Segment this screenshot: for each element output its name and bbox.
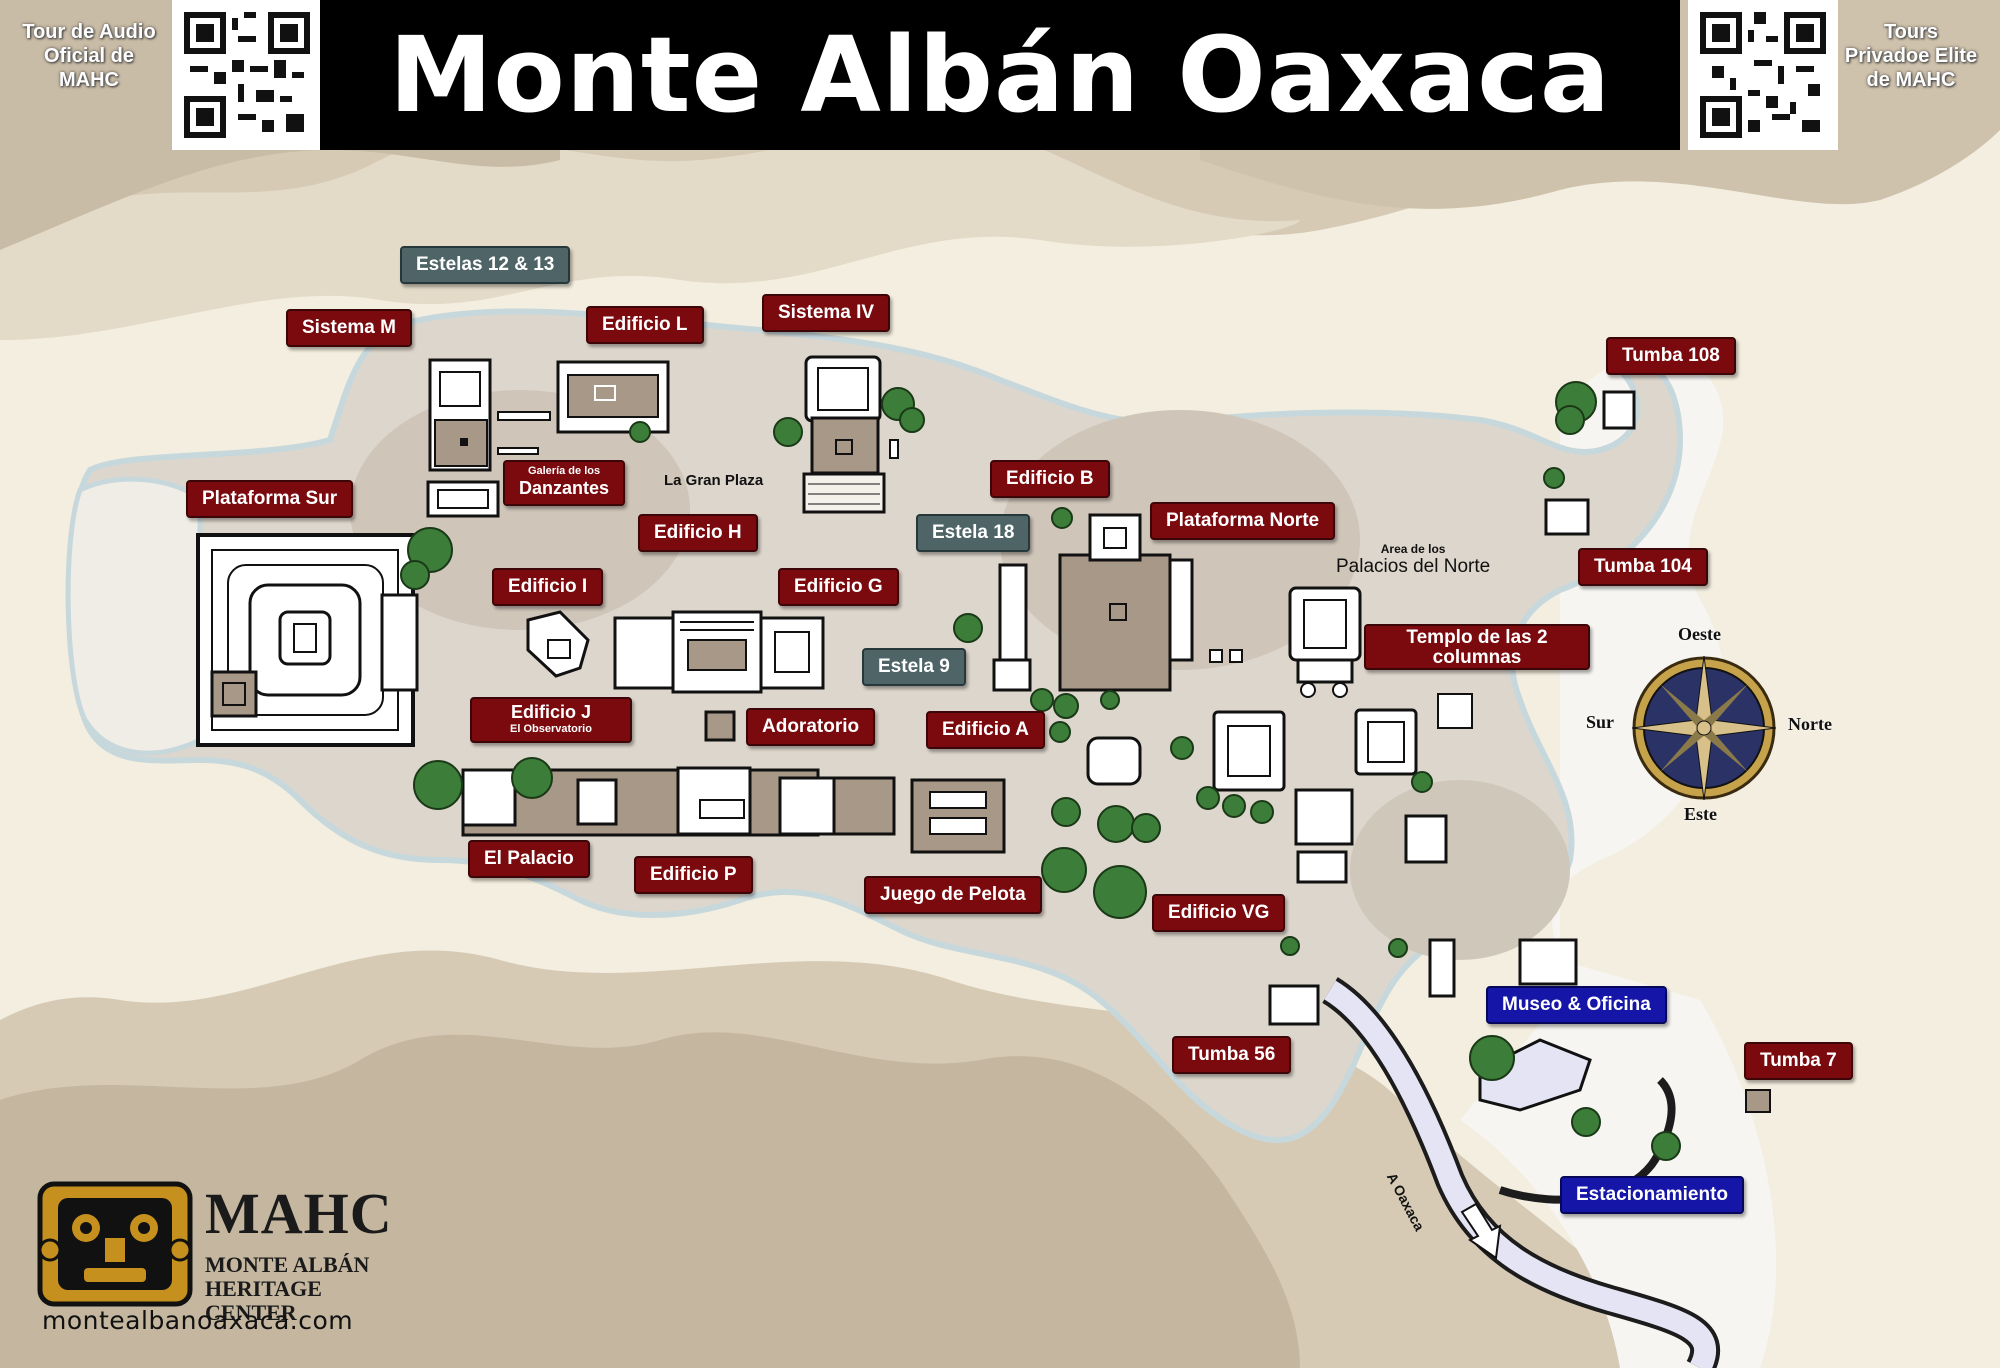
sistema-iv-structure: [802, 355, 899, 514]
label-tumba-56[interactable]: Tumba 56: [1172, 1036, 1292, 1074]
label-plataforma-norte[interactable]: Plataforma Norte: [1150, 502, 1336, 540]
plataforma-sur-structure: [196, 533, 419, 747]
edificio-j-subtitle: El Observatorio: [510, 723, 592, 735]
area-line-1: Area de los: [1380, 542, 1446, 556]
templo-line-2: columnas: [1432, 647, 1522, 668]
templo-structure: [1288, 586, 1362, 698]
terrain-dark-band-bottom: [0, 1032, 1300, 1368]
terrain-white-right: [1460, 353, 1777, 1368]
qr-code-icon: [1700, 12, 1826, 138]
trees: [400, 381, 1681, 1161]
mound-structure-5: [1437, 693, 1473, 729]
label-tumba-7[interactable]: Tumba 7: [1744, 1042, 1853, 1080]
terrain-mid-band: [0, 124, 1300, 340]
edificio-h-structure: [613, 610, 825, 694]
compass-west: Oeste: [1678, 624, 1721, 644]
mound-museum-area: [1350, 780, 1570, 960]
galeria-line-1: Galería de los: [527, 465, 601, 477]
qr-code-private-tours[interactable]: [1688, 0, 1838, 150]
label-estelas-12-13[interactable]: Estelas 12 & 13: [400, 246, 571, 284]
road-to-oaxaca-fill: [1324, 980, 1717, 1368]
area-line-2: Palacios del Norte: [1336, 556, 1491, 577]
parking-road: [1498, 1077, 1676, 1204]
logo-name: MONTE ALBÁN HERITAGE CENTER: [205, 1253, 390, 1325]
label-adoratorio[interactable]: Adoratorio: [746, 708, 876, 746]
label-edificio-g[interactable]: Edificio G: [778, 568, 899, 606]
zapotec-mask-icon: [37, 1181, 193, 1307]
label-estela-18[interactable]: Estela 18: [916, 514, 1031, 552]
label-templo-2-columnas[interactable]: Templo de las 2 columnas: [1364, 624, 1590, 670]
compass-rose-icon: [1631, 655, 1777, 801]
private-tours-line-1: Tours: [1883, 21, 1939, 43]
edificio-vg-annex: [1296, 850, 1348, 884]
label-edificio-l[interactable]: Edificio L: [586, 306, 704, 344]
mound-structure-2: [1354, 708, 1418, 776]
logo-name-line-1: MONTE ALBÁN: [205, 1252, 370, 1277]
label-edificio-i[interactable]: Edificio I: [492, 568, 604, 606]
edificio-a-structure: [1086, 736, 1142, 786]
qr-code-icon: [184, 12, 310, 138]
tumba-108-structure: [1602, 390, 1636, 430]
label-el-palacio[interactable]: El Palacio: [468, 840, 590, 878]
logo-acronym: MAHC: [205, 1181, 393, 1246]
label-sistema-iv[interactable]: Sistema IV: [762, 294, 891, 332]
label-edificio-a[interactable]: Edificio A: [926, 711, 1045, 749]
museo-building-1: [1518, 938, 1578, 986]
tumba-56-structure: [1268, 984, 1320, 1026]
audio-tour-line-1: Tour de Audio: [22, 21, 156, 43]
label-edificio-h[interactable]: Edificio H: [638, 514, 758, 552]
private-tours-line-3: de MAHC: [1866, 69, 1956, 91]
label-tumba-108[interactable]: Tumba 108: [1606, 337, 1736, 375]
galeria-line-2: Danzantes: [519, 478, 610, 498]
tumba-104-structure: [1544, 498, 1590, 536]
plataforma-norte-structure: [992, 513, 1243, 692]
sistema-m-structure: [426, 358, 551, 518]
audio-tour-line-3: MAHC: [59, 69, 119, 91]
label-edificio-p[interactable]: Edificio P: [634, 856, 753, 894]
label-edificio-j[interactable]: Edificio J El Observatorio: [470, 697, 632, 743]
label-juego-pelota[interactable]: Juego de Pelota: [864, 876, 1042, 914]
edificio-j-title: Edificio J: [510, 702, 591, 722]
label-plataforma-sur[interactable]: Plataforma Sur: [186, 480, 354, 518]
mound-structure-1: [1212, 710, 1286, 792]
label-edificio-vg[interactable]: Edificio VG: [1152, 894, 1286, 932]
page-title: Monte Albán Oaxaca: [320, 0, 1680, 150]
tumba-7-structure: [1745, 1089, 1771, 1113]
adoratorio-structure: [704, 710, 736, 742]
mound-structure-2-inner: [1367, 721, 1405, 763]
label-edificio-b[interactable]: Edificio B: [990, 460, 1110, 498]
edificio-l-structure: [556, 360, 670, 434]
site-ground-east-lobe: [65, 476, 203, 756]
label-museo-oficina[interactable]: Museo & Oficina: [1486, 986, 1667, 1024]
edificio-vg-structure: [1294, 788, 1354, 846]
label-estacionamiento[interactable]: Estacionamiento: [1560, 1176, 1745, 1214]
logo-url-link[interactable]: montealbanoaxaca.com: [42, 1306, 354, 1335]
templo-line-1: Templo de las 2: [1406, 627, 1548, 648]
audio-tour-note: Tour de Audio Oficial de MAHC: [14, 20, 164, 92]
label-gran-plaza: La Gran Plaza: [664, 472, 764, 489]
compass-east: Este: [1684, 804, 1717, 824]
label-tumba-104[interactable]: Tumba 104: [1578, 548, 1708, 586]
compass-south: Sur: [1586, 712, 1615, 732]
label-area-palacios: Area de los Palacios del Norte: [1336, 542, 1490, 578]
label-sistema-m[interactable]: Sistema M: [286, 309, 412, 347]
mound-structure-1-inner: [1227, 725, 1271, 777]
audio-tour-line-2: Oficial de: [43, 45, 135, 67]
private-tours-note: Tours Privadoe Elite de MAHC: [1836, 20, 1986, 92]
private-tours-line-2: Privadoe Elite: [1844, 45, 1978, 67]
label-galeria-danzantes[interactable]: Galería de los Danzantes: [503, 460, 626, 506]
label-estela-9[interactable]: Estela 9: [862, 648, 966, 686]
compass-north: Norte: [1788, 714, 1832, 734]
mound-structure-3: [1404, 814, 1448, 864]
logo-name-line-2: HERITAGE CENTER: [205, 1276, 322, 1325]
qr-code-audio-tour[interactable]: [172, 0, 322, 150]
direction-arrow-icon: [1460, 1202, 1502, 1260]
edificio-j-structure: [526, 610, 590, 678]
mound-structure-4: [1428, 938, 1456, 998]
